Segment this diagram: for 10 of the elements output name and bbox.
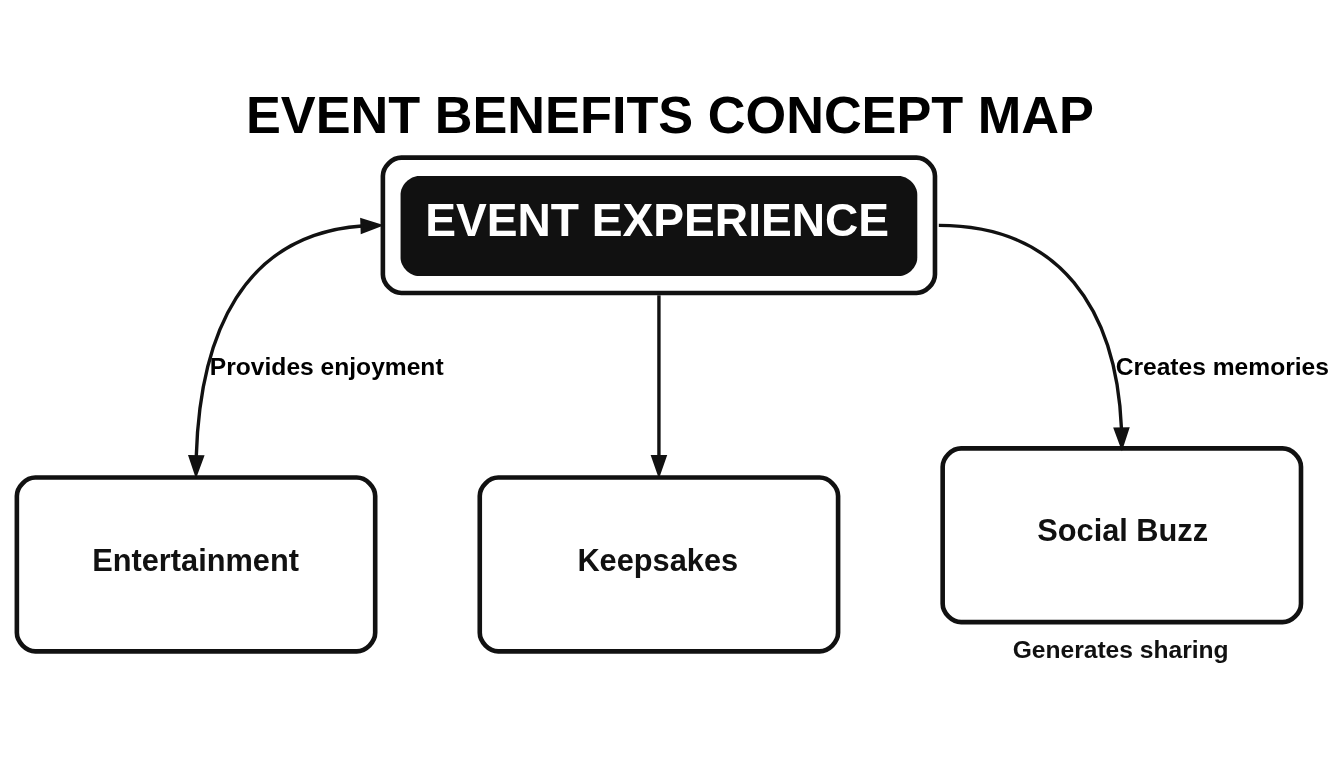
arrow: [650, 294, 668, 479]
node-box: Keepsakes: [477, 474, 841, 654]
node-box: EVENT EXPERIENCE: [380, 154, 938, 295]
edge-label: Provides enjoyment: [209, 352, 444, 380]
edge-label: Creates memories: [1115, 352, 1329, 380]
node-box: Entertainment: [14, 474, 378, 654]
diagram-title: EVENT BENEFITS CONCEPT MAP: [246, 85, 1094, 144]
node-label: Generates sharing: [1012, 635, 1229, 663]
arrow: [938, 223, 1130, 451]
node-box: Social Buzz: [940, 445, 1304, 624]
